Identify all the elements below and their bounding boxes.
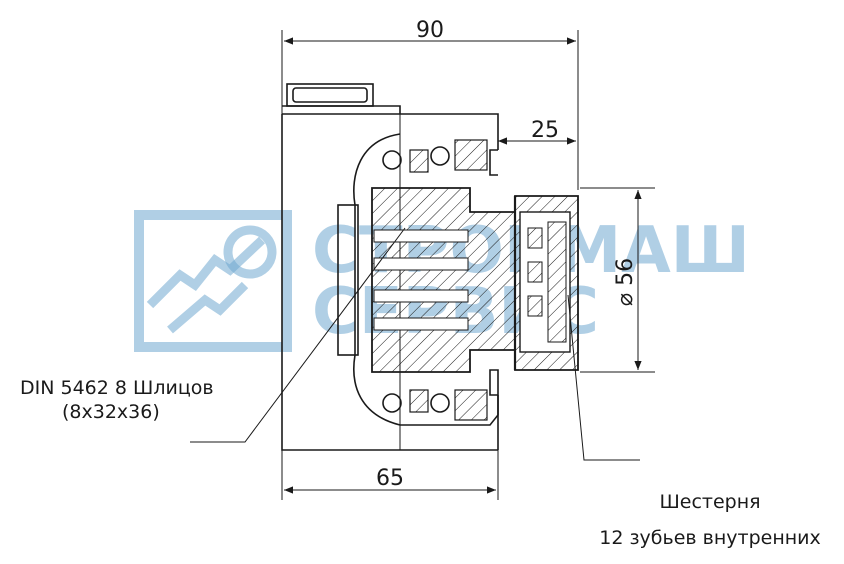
bearing-ball-bottom-left (382, 393, 402, 413)
housing-right-step-bottom (489, 369, 499, 450)
bearing-race-bottom (454, 389, 488, 421)
dim-56-label: ⌀ 56 (613, 258, 638, 306)
dim-25-label: 25 (531, 118, 559, 143)
bearing-ball-top-right (430, 146, 450, 166)
bearings (382, 139, 488, 421)
dim-65-label: 65 (376, 466, 404, 491)
gear-leader-line (567, 294, 640, 461)
bearing-inner-bottom (409, 389, 429, 413)
gear-callout-line2: 12 зубьев внутренних (599, 527, 821, 549)
housing-top-cap-inner (292, 87, 368, 103)
spline-groove-2 (373, 257, 469, 271)
spline-groove-4 (373, 317, 469, 331)
housing-cover (353, 133, 499, 426)
watermark-logo-frame (134, 210, 292, 352)
dimension-diameter: ⌀ 56 (580, 187, 655, 373)
housing-top-edge (282, 105, 401, 114)
dim-56-label-group: ⌀ 56 (613, 258, 638, 306)
gear-rim (547, 221, 567, 343)
bearing-ball-top-left (382, 150, 402, 170)
gear-callout-line1: Шестерня (659, 491, 760, 513)
gear-tooth-1 (527, 227, 543, 249)
spline-callout-line1: DIN 5462 8 Шлицов (20, 377, 214, 399)
gear-tooth-2 (527, 261, 543, 283)
bearing-inner-top (409, 149, 429, 173)
spline-groove-3 (373, 289, 469, 303)
spline-shaft (371, 187, 579, 373)
dimension-90: 90 (281, 18, 579, 190)
dimension-25: 25 (498, 118, 576, 145)
spline-groove-1 (373, 229, 469, 243)
watermark-logo-ring (223, 225, 277, 279)
spline-callout-line2: (8x32x36) (62, 401, 160, 423)
spline-leader-line (190, 227, 406, 443)
bearing-race-top (454, 139, 488, 171)
gear-tooth-3 (527, 295, 543, 317)
dim-56-value: 56 (613, 258, 638, 286)
watermark-logo-mark (146, 236, 266, 334)
bearing-ball-bottom-right (430, 393, 450, 413)
housing-left-boss (337, 204, 359, 356)
housing-right-step-top (489, 149, 498, 176)
dimension-65: 65 (281, 450, 499, 500)
dim-90-label: 90 (416, 18, 444, 43)
diameter-symbol: ⌀ (613, 286, 638, 306)
